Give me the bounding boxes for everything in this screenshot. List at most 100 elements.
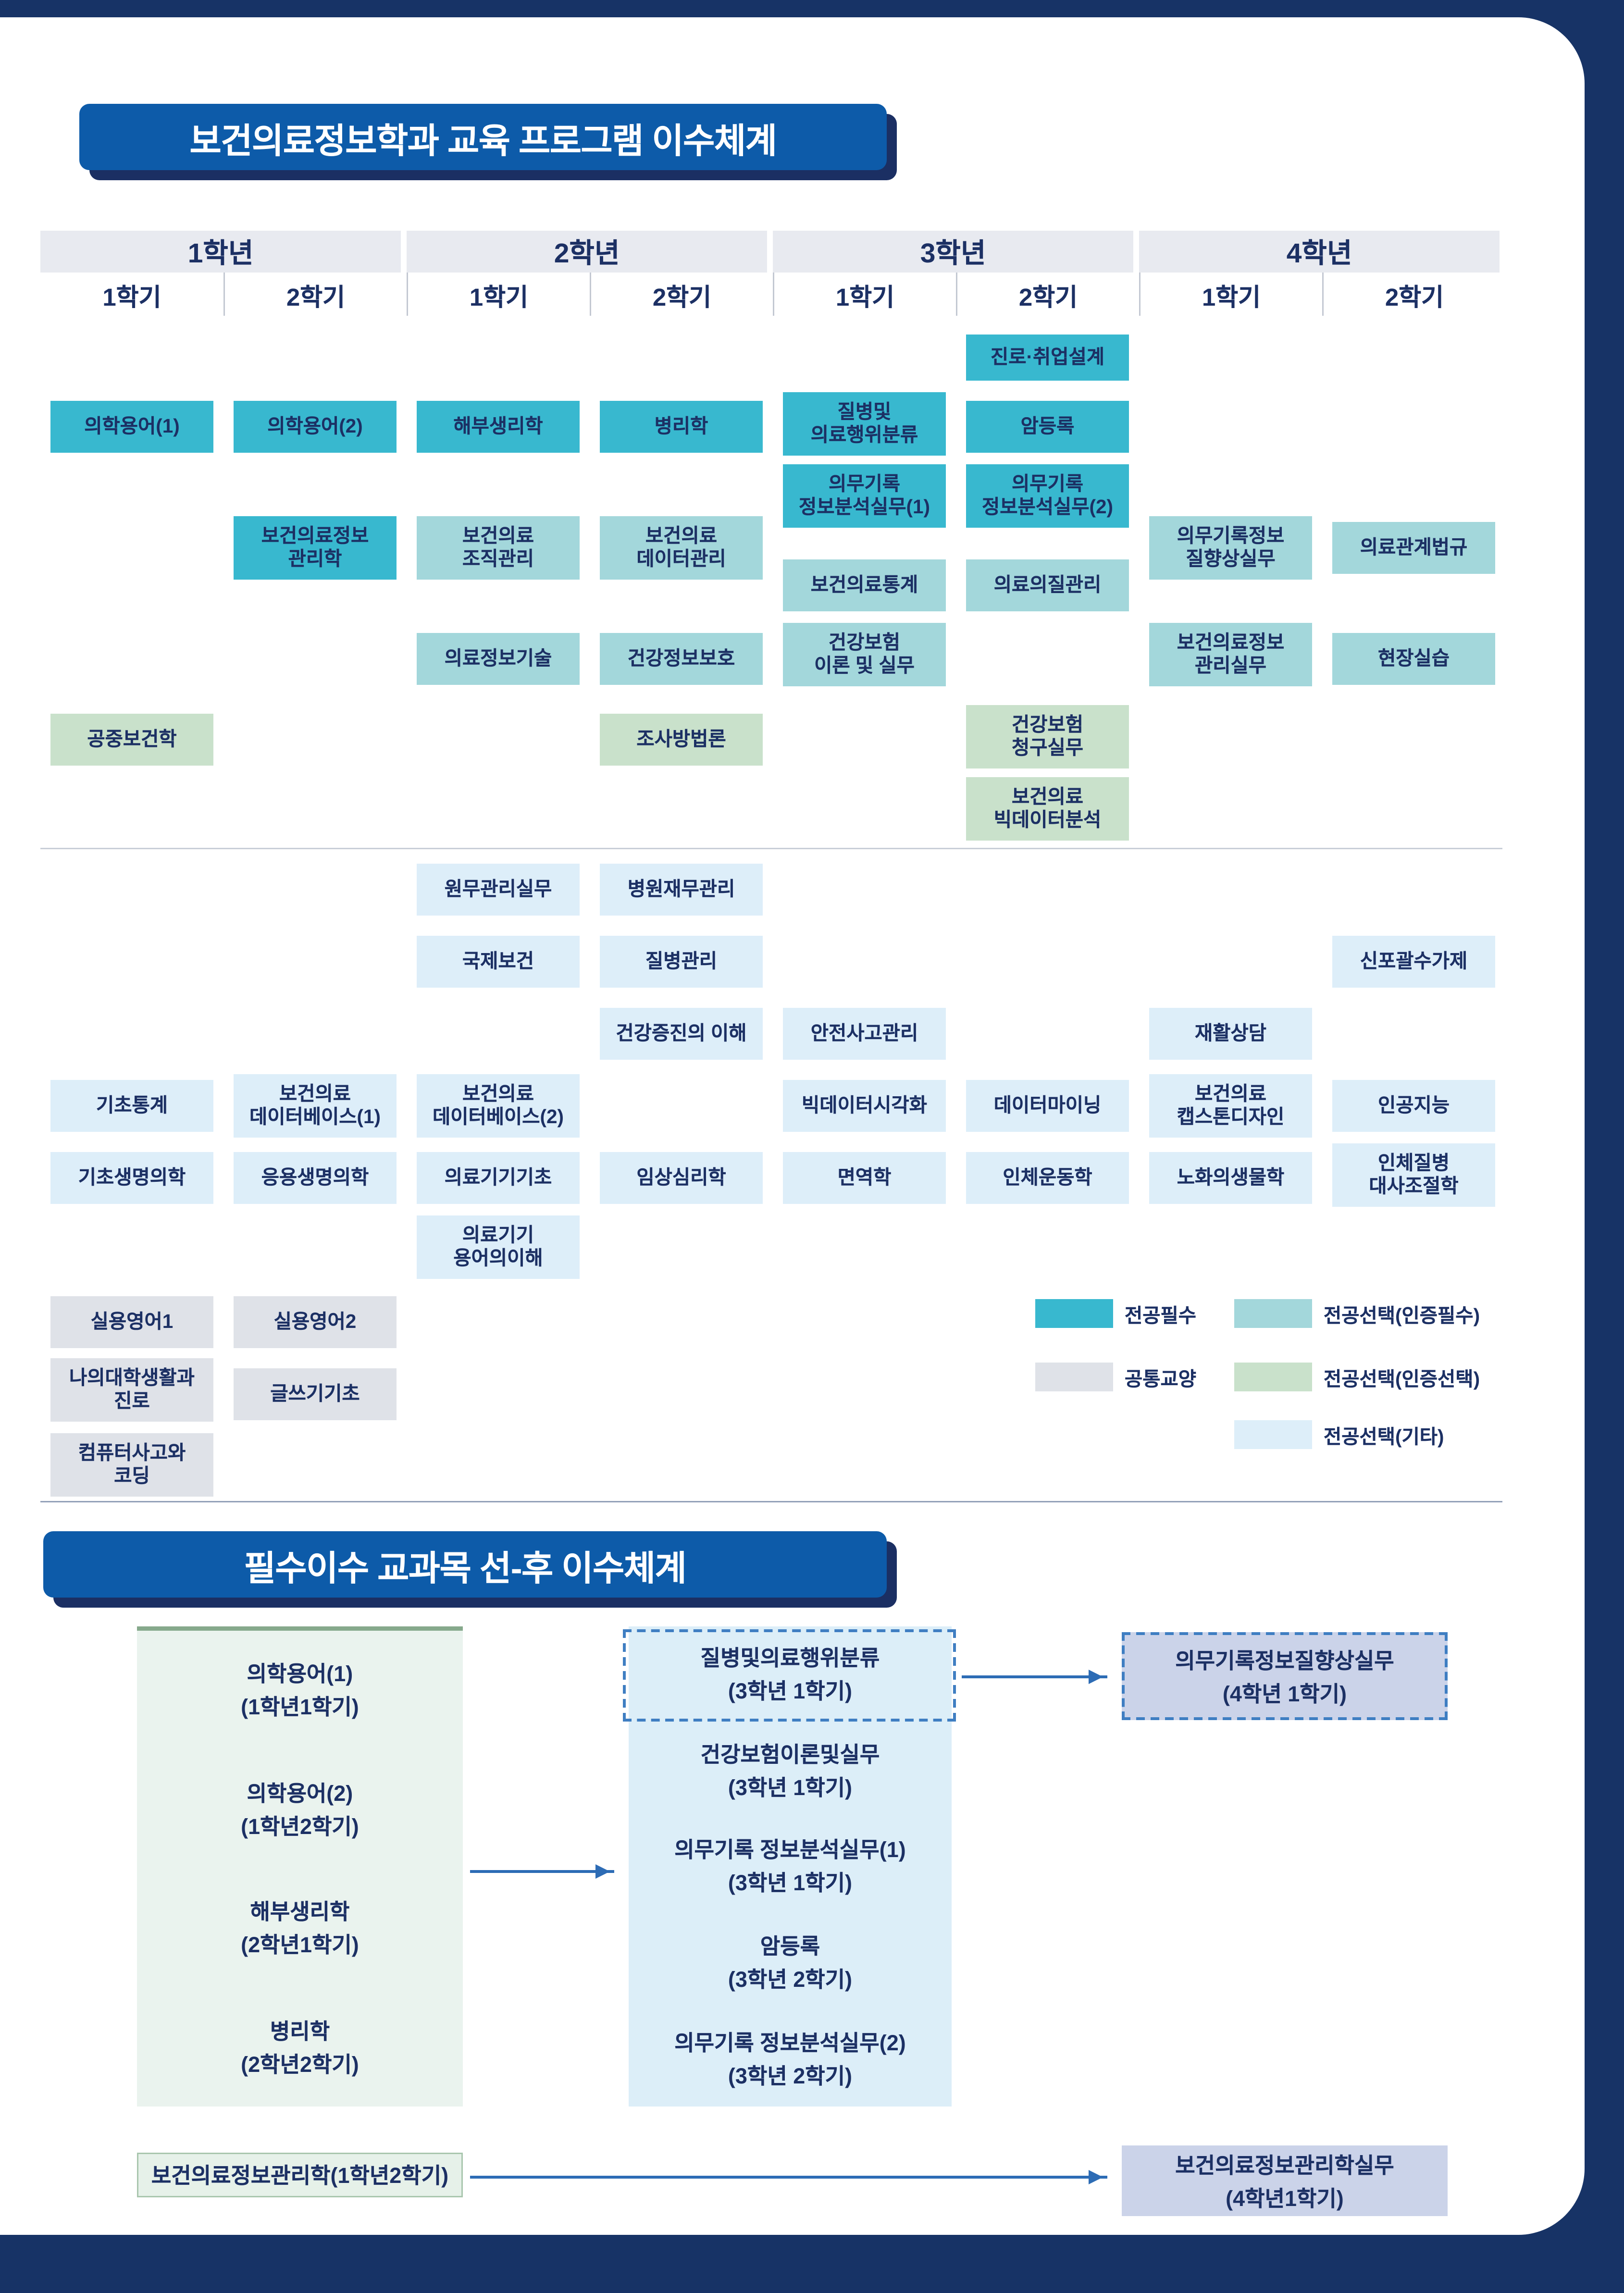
course-box: 건강보험 이론 및 실무 — [783, 623, 946, 686]
course-term: (4학년 1학기) — [1222, 1682, 1347, 1707]
course-term: (1학년1학기) — [241, 1696, 359, 1721]
year-header-1: 1학년 — [40, 231, 401, 273]
course-box: 나의대학생활과 진로 — [50, 1358, 213, 1422]
legend-item: 전공선택(기타) — [1234, 1420, 1444, 1449]
course-box: 의무기록 정보분석실무(1) — [783, 464, 946, 528]
course-box: 빅데이터시각화 — [783, 1080, 946, 1132]
course-box: 보건의료정보 관리학 — [234, 516, 397, 580]
course-box: 노화의생물학 — [1149, 1152, 1312, 1204]
course-box: 현장실습 — [1332, 633, 1495, 685]
arrow-classification-to-practice — [962, 1670, 1107, 1684]
year-header-2: 2학년 — [407, 231, 767, 273]
course-box: 암등록 — [966, 401, 1129, 453]
course-name: 암등록 — [760, 1935, 820, 1960]
course-box: 의학용어(2) — [234, 401, 397, 453]
semester-header-4: 2학기 — [590, 273, 773, 316]
course-box: 질병및 의료행위분류 — [783, 392, 946, 456]
legend-swatch-general — [1035, 1363, 1113, 1391]
course-box: 안전사고관리 — [783, 1008, 946, 1060]
course-name: 질병및의료행위분류 — [700, 1647, 880, 1672]
semester-header-2: 2학기 — [223, 273, 407, 316]
divider-line-sections — [40, 1501, 1502, 1502]
year-header-4: 4학년 — [1139, 231, 1500, 273]
arrow-basic-to-advanced — [470, 1864, 614, 1879]
management-course-box: 보건의료정보관리학(1학년2학기) — [137, 2153, 463, 2197]
legend-item: 전공선택(인증필수) — [1234, 1299, 1480, 1328]
course-name: 해부생리학 — [250, 1900, 350, 1925]
course-term: (2학년1학기) — [241, 1934, 359, 1958]
semester-header-8: 2학기 — [1322, 273, 1505, 316]
course-box: 조사방법론 — [600, 714, 763, 766]
legend-swatch-elective — [1234, 1420, 1312, 1449]
course-box: 보건의료 조직관리 — [417, 516, 580, 580]
course-box: 의료정보기술 — [417, 633, 580, 685]
course-box: 의무기록정보 질향상실무 — [1149, 516, 1312, 580]
course-name: 의학용어(1) — [247, 1662, 353, 1687]
legend-label: 공통교양 — [1125, 1368, 1197, 1390]
course-name: 건강보험이론및실무 — [700, 1743, 880, 1768]
course-box: 재활상담 — [1149, 1008, 1312, 1060]
course-box: 의료기기 용어의이해 — [417, 1215, 580, 1279]
course-box: 건강보험 청구실무 — [966, 705, 1129, 768]
quality-improvement-practice-box: 의무기록정보질향상실무 (4학년 1학기) — [1122, 1632, 1448, 1720]
course-box: 인공지능 — [1332, 1080, 1495, 1132]
legend-swatch-cert-required — [1234, 1299, 1312, 1328]
course-box: 보건의료 빅데이터분석 — [966, 777, 1129, 841]
course-name: 의무기록 정보분석실무(2) — [674, 2031, 906, 2056]
course-box: 기초생명의학 — [50, 1152, 213, 1204]
course-box: 기초통계 — [50, 1080, 213, 1132]
course-box: 인체질병 대사조절학 — [1332, 1143, 1495, 1207]
course-box: 건강증진의 이해 — [600, 1008, 763, 1060]
semester-header-3: 1학기 — [407, 273, 590, 316]
course-box: 국제보건 — [417, 936, 580, 988]
flow-course: 의무기록 정보분석실무(2) (3학년 2학기) — [629, 2027, 952, 2090]
course-box: 원무관리실무 — [417, 864, 580, 916]
course-box: 보건의료 캡스톤디자인 — [1149, 1074, 1312, 1138]
course-name: 보건의료정보관리학실무 — [1175, 2153, 1394, 2178]
course-box: 면역학 — [783, 1152, 946, 1204]
flow-course: 의무기록 정보분석실무(1)(3학년 1학기) — [629, 1834, 952, 1898]
course-box: 응용생명의학 — [234, 1152, 397, 1204]
course-box: 보건의료 데이터베이스(2) — [417, 1074, 580, 1138]
semester-header-6: 2학기 — [956, 273, 1139, 316]
course-box: 의료관계법규 — [1332, 522, 1495, 574]
course-term: (3학년 1학기) — [728, 1680, 853, 1705]
course-box: 병원재무관리 — [600, 864, 763, 916]
course-box: 의료기기기초 — [417, 1152, 580, 1204]
course-box: 실용영어2 — [234, 1296, 397, 1348]
legend-label: 전공선택(인증필수) — [1324, 1305, 1480, 1326]
course-box: 의료의질관리 — [966, 559, 1129, 611]
course-box: 보건의료정보 관리실무 — [1149, 623, 1312, 686]
course-box: 실용영어1 — [50, 1296, 213, 1348]
flow-course: 질병및의료행위분류 (3학년 1학기) — [629, 1643, 952, 1706]
course-box: 공중보건학 — [50, 714, 213, 766]
flow-course: 건강보험이론및실무(3학년 1학기) — [629, 1739, 952, 1802]
advanced-courses-box: 질병및의료행위분류 (3학년 1학기) 건강보험이론및실무(3학년 1학기) 의무기록… — [629, 1626, 952, 2107]
flow-course: 암등록 (3학년 2학기) — [629, 1931, 952, 1994]
arrow-management-to-practice — [470, 2170, 1107, 2184]
course-box: 건강정보보호 — [600, 633, 763, 685]
course-box: 질병관리 — [600, 936, 763, 988]
course-term: (4학년1학기) — [1226, 2186, 1344, 2211]
legend-swatch-required — [1035, 1299, 1113, 1328]
legend-label: 전공선택(인증선택) — [1324, 1368, 1480, 1390]
course-box: 보건의료통계 — [783, 559, 946, 611]
section-title-curriculum: 보건의료정보학과 교육 프로그램 이수체계 — [79, 104, 887, 170]
course-box: 신포괄수가제 — [1332, 936, 1495, 988]
course-term: (3학년 2학기) — [728, 1968, 853, 1993]
legend-item: 전공필수 — [1035, 1299, 1196, 1328]
flow-course: 해부생리학 (2학년1학기) — [137, 1896, 463, 1960]
course-box: 해부생리학 — [417, 401, 580, 453]
course-box: 글쓰기기초 — [234, 1368, 397, 1420]
legend-item: 전공선택(인증선택) — [1234, 1363, 1480, 1391]
divider-line-electives — [40, 848, 1502, 849]
course-box: 의학용어(1) — [50, 401, 213, 453]
course-term: (3학년 2학기) — [728, 2064, 853, 2089]
course-box: 데이터마이닝 — [966, 1080, 1129, 1132]
course-box: 의무기록 정보분석실무(2) — [966, 464, 1129, 528]
semester-header-5: 1학기 — [773, 273, 956, 316]
course-box: 인체운동학 — [966, 1152, 1129, 1204]
legend-label: 전공선택(기타) — [1324, 1426, 1444, 1448]
course-box: 보건의료 데이터베이스(1) — [234, 1074, 397, 1138]
